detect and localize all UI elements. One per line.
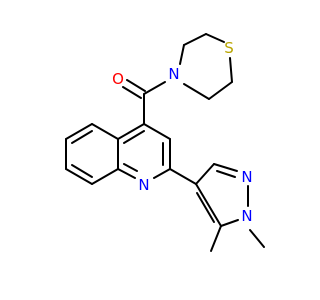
bond-thio-c-cbot (208, 81, 233, 100)
bond-layer (65, 33, 265, 252)
bond-p-c4-c3 (195, 163, 215, 185)
bond-b-c4a-c5 (91, 123, 119, 140)
atom-oxygen: O (112, 70, 124, 88)
atom-nitrogen-quinoline: N (138, 176, 149, 194)
bond-b-c7-c8-inner (71, 164, 93, 178)
bond-thio-c-s (205, 33, 225, 43)
atom-nitrogen-amide: N (168, 65, 179, 83)
bond-q-c2-pyrazole (169, 168, 197, 185)
bond-carbonyl-c-o-double (122, 86, 142, 99)
bond-carbonyl-c-n (143, 81, 166, 95)
bond-p-n1-c5 (220, 219, 239, 227)
bond-thio-cbot-n (183, 83, 210, 100)
bond-thio-s-c (229, 57, 233, 83)
bond-b-c5-c6 (65, 123, 93, 140)
atom-nitrogen-pyrazole-2: N (241, 168, 252, 186)
molecule-diagram: O N S N N N (65, 33, 265, 252)
bond-q-c4-c3 (143, 123, 171, 140)
bond-p-c3-n2-inner (216, 170, 236, 178)
bond-p-c5-c4-inner (196, 192, 215, 223)
bond-n1-methyl (249, 229, 265, 248)
bond-thio-ctop-c (183, 33, 207, 46)
bond-c5-methyl (210, 225, 222, 252)
bond-q-c4a-c4 (117, 123, 145, 140)
bond-p-c5-c4 (195, 183, 222, 227)
atom-nitrogen-pyrazole-1: N (241, 207, 252, 225)
bond-p-c3-n2 (213, 163, 238, 172)
bond-b-c7-c8 (65, 168, 93, 185)
atom-layer: O N S N N N (112, 39, 253, 225)
bond-carbonyl-c-o (126, 79, 146, 92)
bond-b-c5-c6-inner (71, 130, 93, 144)
bond-q-n1-c8a (117, 168, 136, 179)
structure-canvas: O N S N N N (65, 33, 265, 252)
bond-b-c8-c8a (91, 168, 119, 185)
atom-sulfur: S (224, 39, 234, 57)
bond-q-c2-n1 (153, 168, 171, 179)
bond-q-n1-c8a-inner (123, 163, 138, 172)
bond-thio-n-ctop (179, 44, 185, 65)
bond-q-c4a-c4-inner (123, 130, 145, 144)
